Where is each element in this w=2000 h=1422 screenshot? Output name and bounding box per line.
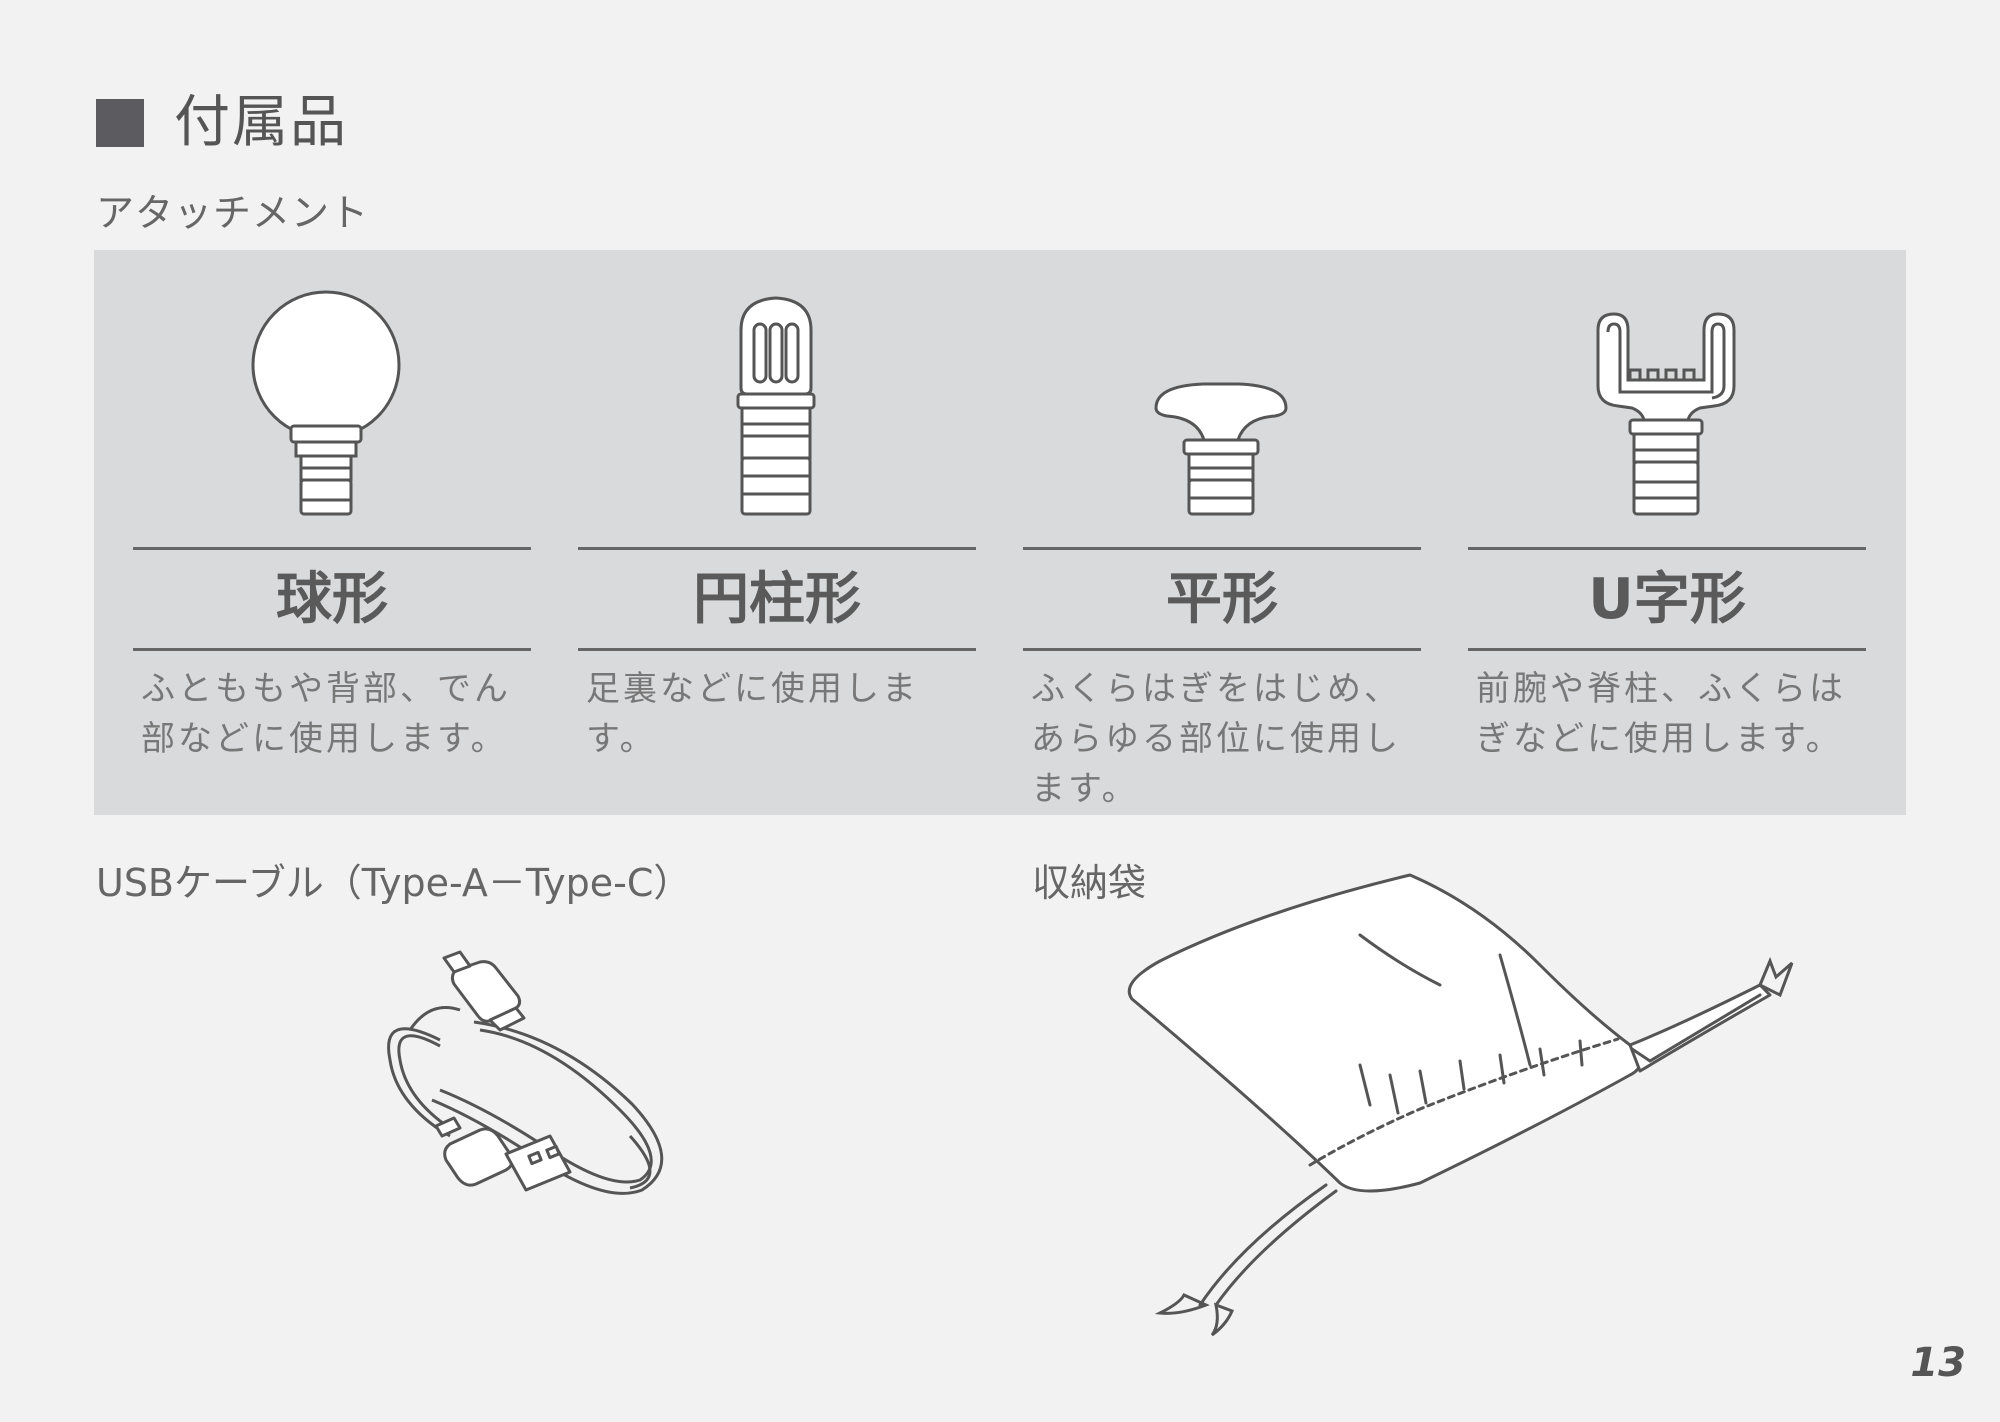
storage-bag-icon: [1127, 873, 1794, 1337]
page-number: 13: [1910, 1340, 1966, 1386]
storage-bag-label: 収納袋: [1032, 861, 1147, 905]
rule-top: [1468, 547, 1866, 550]
ball-attachment-icon: [251, 290, 401, 516]
rule-top: [133, 547, 531, 550]
rule-top: [1023, 547, 1421, 550]
attachment-flat: 平形 ふくらはぎをはじめ、あらゆる部位に使用します。: [1023, 250, 1421, 815]
section-heading: 付属品: [96, 88, 348, 158]
attachment-name: 球形: [276, 567, 388, 632]
attachment-cylinder: 円柱形 足裏などに使用します。: [578, 250, 976, 815]
u-shape-attachment-icon: [1596, 312, 1736, 516]
attachment-name: 平形: [1166, 567, 1278, 632]
attachment-desc: 前腕や脊柱、ふくらはぎなどに使用します。: [1476, 669, 1846, 759]
attachment-ball: 球形 ふとももや背部、でん部などに使用します。: [133, 250, 531, 815]
usb-cable-label: USBケーブル（Type-A－Type-C）: [96, 861, 692, 905]
usb-cable-icon: [387, 950, 664, 1195]
flat-attachment-icon: [1154, 382, 1288, 516]
rule-bottom: [1023, 648, 1421, 651]
attachment-u-shape: U字形 前腕や脊柱、ふくらはぎなどに使用します。: [1468, 250, 1866, 815]
attachment-desc: ふとももや背部、でん部などに使用します。: [141, 669, 511, 759]
rule-bottom: [578, 648, 976, 651]
cylinder-attachment-icon: [736, 296, 816, 516]
rule-top: [578, 547, 976, 550]
attachments-subtitle: アタッチメント: [96, 191, 370, 235]
rule-bottom: [1468, 648, 1866, 651]
attachment-name: U字形: [1588, 567, 1746, 632]
attachment-desc: 足裏などに使用します。: [586, 669, 919, 759]
rule-bottom: [133, 648, 531, 651]
attachment-desc: ふくらはぎをはじめ、あらゆる部位に使用します。: [1031, 669, 1401, 809]
attachments-panel: 球形 ふとももや背部、でん部などに使用します。 円柱形 足裏などに使用します。: [94, 250, 1906, 815]
section-title: 付属品: [174, 90, 348, 155]
heading-square-icon: [96, 99, 144, 147]
attachment-name: 円柱形: [693, 567, 861, 632]
